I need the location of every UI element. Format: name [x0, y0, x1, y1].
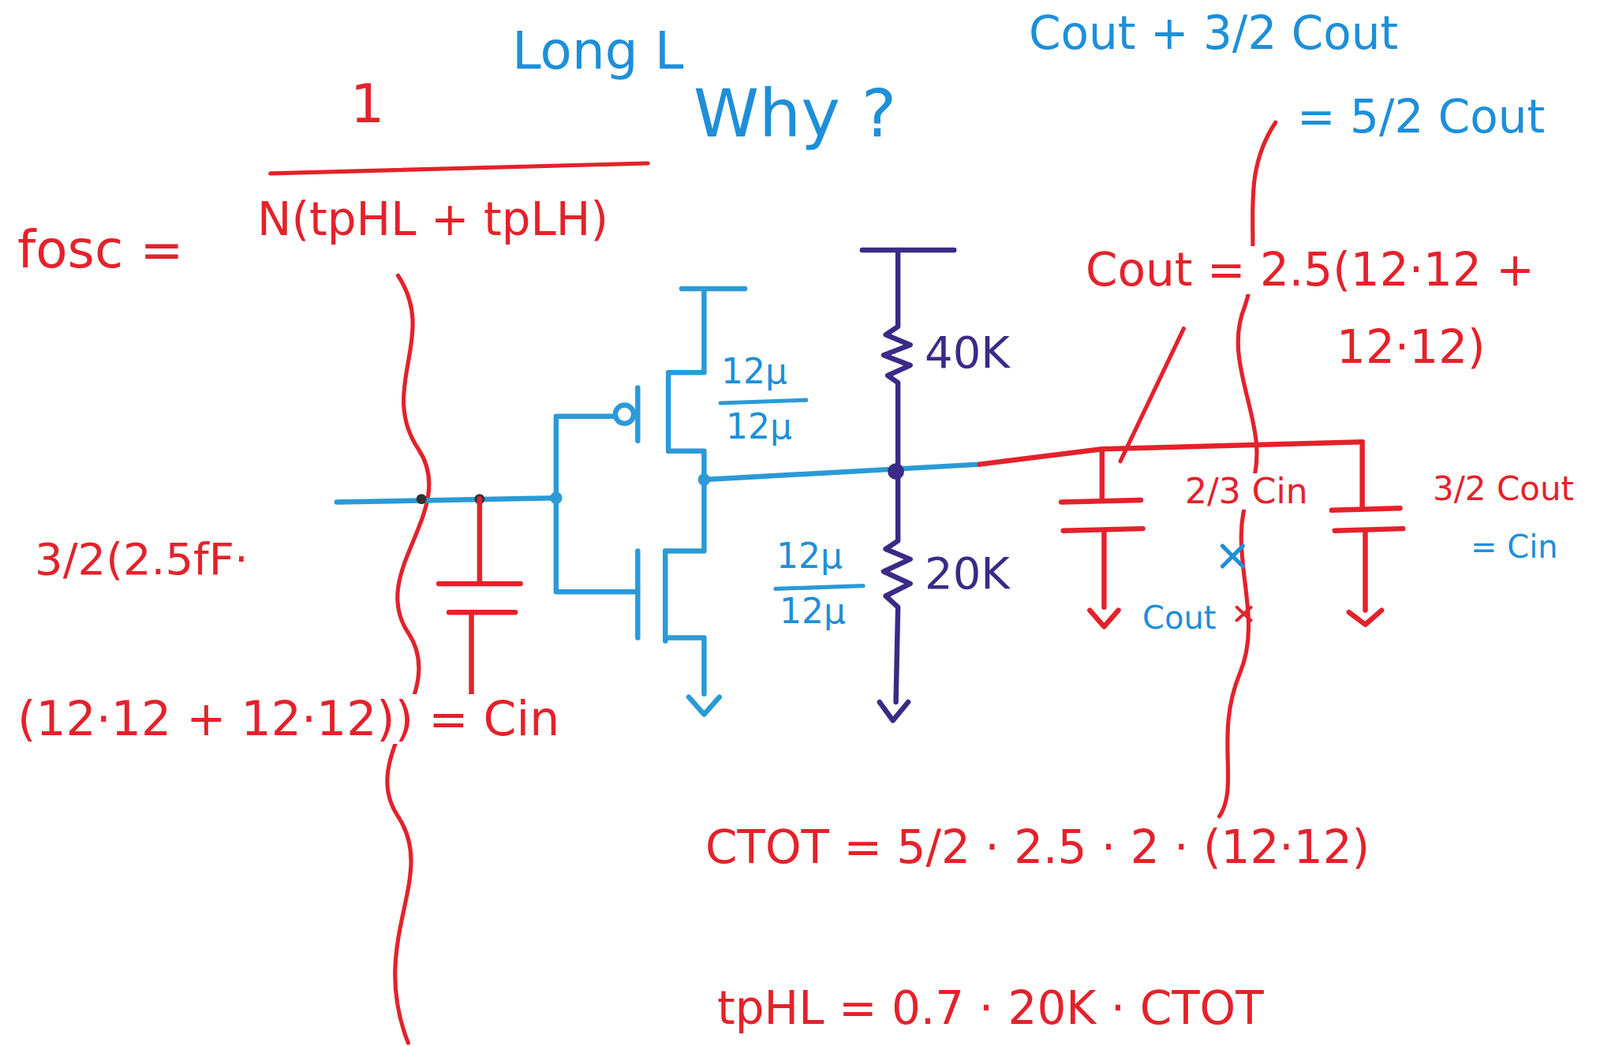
load-capacitor: [1061, 448, 1143, 627]
handwritten-label: 12μ: [717, 353, 791, 390]
handwritten-label: tpHL = 0.7 · 20K · CTOT: [714, 984, 1268, 1033]
handwritten-label: = Cin: [1467, 530, 1562, 564]
cut-line: [1219, 122, 1276, 817]
fraction-bar: [720, 400, 807, 404]
cross-mark: [1237, 607, 1252, 621]
handwritten-label: 40K: [921, 329, 1014, 377]
handwritten-label: 12μ: [776, 593, 849, 630]
handwritten-label: N(tpHL + tpLH): [254, 195, 612, 244]
fraction-bar: [270, 163, 649, 174]
fraction-bar: [775, 586, 864, 590]
input-wire: [336, 497, 557, 502]
handwritten-label: Long L: [508, 23, 687, 79]
resistor-divider: [862, 250, 954, 721]
handwritten-label: 1: [347, 75, 388, 132]
nmos-transistor: [637, 479, 719, 715]
handwritten-label: 3/2 Cout: [1429, 471, 1578, 507]
output-wire: [979, 441, 1363, 464]
handwritten-label: (12·12 + 12·12)) = Cin: [14, 694, 563, 744]
gate-wire: [556, 416, 615, 498]
handwritten-label: fosc =: [14, 222, 187, 277]
wire-node: [416, 493, 427, 505]
handwritten-label: Cout = 2.5(12·12 +: [1082, 246, 1538, 295]
gate-wire: [556, 497, 638, 592]
handwritten-label: 20K: [921, 550, 1014, 598]
handwritten-label: 12μ: [773, 538, 846, 575]
handwritten-label: 2/3 Cin: [1181, 473, 1312, 510]
wire-node: [887, 463, 905, 480]
output-wire: [703, 464, 980, 480]
handwritten-label: 3/2(2.5fF·: [31, 536, 252, 584]
leader-line: [1120, 328, 1184, 462]
handwritten-label: Cout + 3/2 Cout: [1025, 9, 1402, 58]
load-capacitor: [1331, 441, 1404, 625]
cut-line: [387, 275, 430, 1043]
handwritten-label: Cout: [1139, 601, 1219, 635]
handwritten-label: = 5/2 Cout: [1293, 93, 1548, 142]
input-capacitor: [438, 499, 520, 727]
handwritten-label: CTOT = 5/2 · 2.5 · 2 · (12·12): [702, 823, 1373, 872]
handwritten-label: Why ?: [690, 78, 900, 149]
handwritten-label: 12μ: [722, 408, 796, 445]
handwritten-label: 12·12): [1333, 323, 1489, 372]
cross-mark: [1222, 545, 1243, 567]
